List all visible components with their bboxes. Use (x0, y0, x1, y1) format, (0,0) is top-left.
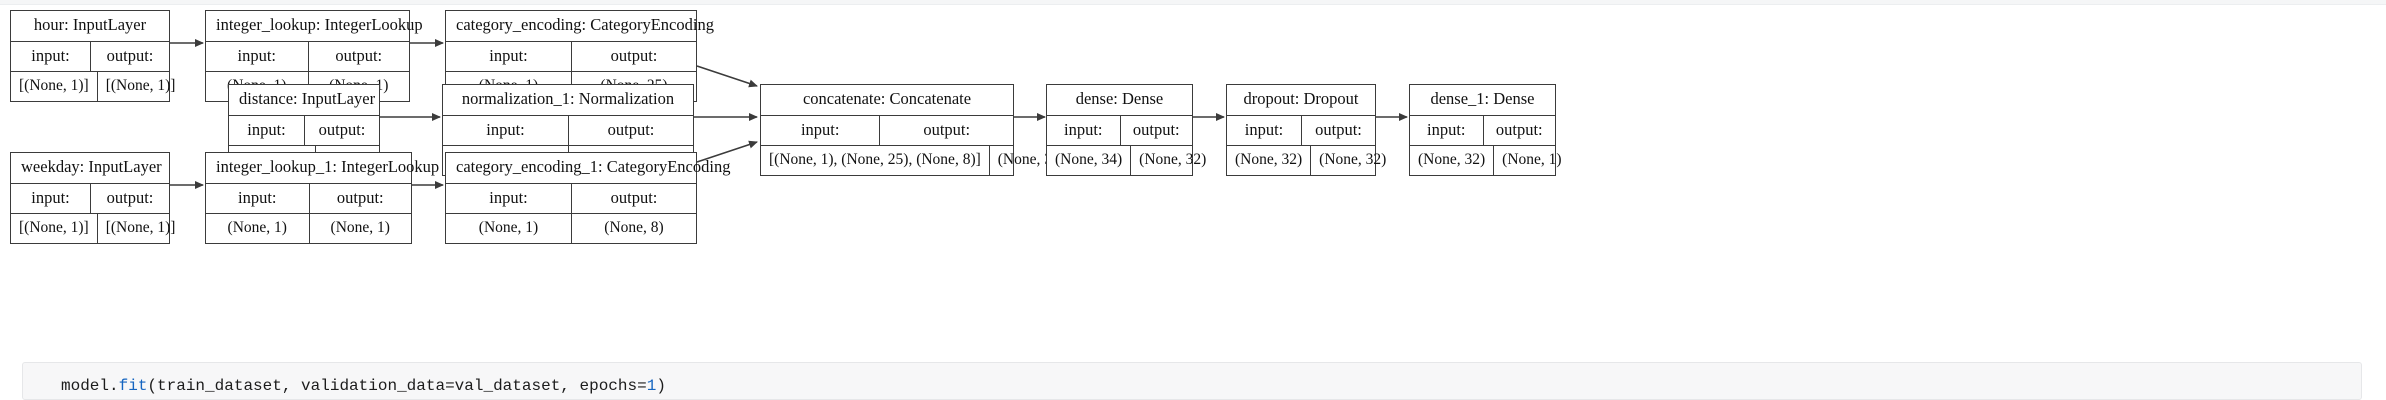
node-io-labels: input: output: (1047, 115, 1193, 146)
output-label: output: (571, 183, 696, 213)
node-dense_1[interactable]: dense_1: Dense input: output: (None, 32)… (1409, 84, 1562, 176)
input-label: input: (247, 119, 286, 139)
node-title: integer_lookup: IntegerLookup (206, 11, 423, 42)
output-label: output: (308, 183, 412, 213)
input-label: input: (1244, 119, 1284, 139)
input-shape: (None, 1) (227, 219, 287, 236)
input-label: input: (489, 187, 528, 207)
input-label: input: (489, 45, 528, 65)
node-title: category_encoding: CategoryEncoding (446, 11, 714, 42)
code-prefix: model. (61, 377, 119, 395)
output-shape: [(None, 1)] (96, 214, 184, 243)
node-hour[interactable]: hour: InputLayer input: output: [(None, … (10, 10, 175, 102)
node-integer_lookup_1[interactable]: integer_lookup_1: IntegerLookup input: o… (205, 152, 439, 244)
output-label: output: (1119, 115, 1193, 145)
output-label: output: (307, 41, 410, 71)
input-label: input: (237, 187, 277, 207)
output-label: output: (90, 183, 169, 213)
output-shape: (None, 32) (1130, 146, 1214, 175)
node-io-labels: input: output: (206, 183, 412, 214)
node-title: distance: InputLayer (229, 85, 379, 116)
code-args-a: (train_dataset, validation_data=val_data… (147, 377, 647, 395)
output-shape: (None, 1) (308, 214, 412, 243)
input-shape: [(None, 1)] (19, 219, 89, 236)
node-title: hour: InputLayer (11, 11, 169, 42)
output-label: output: (879, 115, 1013, 145)
node-title: dense_1: Dense (1410, 85, 1555, 116)
input-shape: (None, 32) (1235, 151, 1303, 168)
output-label: output: (571, 41, 696, 71)
output-shape: (None, 8) (571, 214, 696, 243)
output-shape: (None, 1) (1493, 146, 1569, 175)
node-io-shapes: [(None, 1), (None, 25), (None, 8)] (None… (761, 146, 1065, 175)
node-title: integer_lookup_1: IntegerLookup (206, 153, 439, 184)
node-io-labels: input: output: (446, 183, 696, 214)
node-io-labels: input: output: (1227, 115, 1375, 146)
node-io-shapes: (None, 1) (None, 1) (206, 214, 411, 243)
node-io-shapes: (None, 32) (None, 32) (1227, 146, 1386, 175)
code-args-b: ) (656, 377, 666, 395)
node-io-shapes: [(None, 1)] [(None, 1)] (11, 72, 175, 101)
output-label: output: (304, 115, 379, 145)
top-divider (0, 0, 2386, 5)
node-io-shapes: [(None, 1)] [(None, 1)] (11, 214, 175, 243)
input-label: input: (237, 45, 276, 65)
input-label: input: (1063, 119, 1103, 139)
node-io-shapes: (None, 1) (None, 8) (446, 214, 696, 243)
node-io-labels: input: output: (229, 115, 379, 146)
node-title: weekday: InputLayer (11, 153, 169, 184)
input-label: input: (486, 119, 525, 139)
input-shape: (None, 1) (478, 219, 539, 236)
node-title: normalization_1: Normalization (443, 85, 693, 116)
input-label: input: (800, 119, 840, 139)
node-title: dropout: Dropout (1227, 85, 1375, 116)
edge-category_encoding-to-concatenate (696, 65, 758, 88)
node-title: category_encoding_1: CategoryEncoding (446, 153, 730, 184)
output-shape: (None, 32) (1310, 146, 1394, 175)
output-label: output: (1482, 115, 1556, 145)
node-weekday[interactable]: weekday: InputLayer input: output: [(Non… (10, 152, 175, 244)
node-io-shapes: (None, 32) (None, 1) (1410, 146, 1562, 175)
output-shape: [(None, 1)] (96, 72, 184, 101)
node-io-labels: input: output: (446, 41, 696, 72)
node-io-labels: input: output: (206, 41, 410, 72)
node-io-labels: input: output: (11, 183, 169, 214)
code-line[interactable]: model.fit(train_dataset, validation_data… (61, 375, 666, 397)
node-concatenate[interactable]: concatenate: Concatenate input: output: … (760, 84, 1065, 176)
output-label: output: (1301, 115, 1375, 145)
code-cell[interactable]: model.fit(train_dataset, validation_data… (22, 362, 2362, 400)
output-label: output: (568, 115, 693, 145)
node-dropout[interactable]: dropout: Dropout input: output: (None, 3… (1226, 84, 1386, 176)
input-shape: (None, 34) (1055, 151, 1123, 168)
node-title: concatenate: Concatenate (761, 85, 1013, 116)
input-label: input: (31, 45, 70, 65)
code-function-name: fit (118, 377, 148, 395)
input-label: input: (1426, 119, 1466, 139)
code-epochs-value: 1 (646, 377, 657, 395)
input-label: input: (31, 187, 70, 207)
model-architecture-diagram: hour: InputLayer input: output: [(None, … (10, 10, 1562, 244)
output-label: output: (90, 41, 169, 71)
node-io-labels: input: output: (443, 115, 693, 146)
node-io-labels: input: output: (11, 41, 169, 72)
input-shape: (None, 32) (1418, 151, 1486, 168)
node-io-labels: input: output: (1410, 115, 1556, 146)
node-dense[interactable]: dense: Dense input: output: (None, 34) (… (1046, 84, 1206, 176)
node-io-labels: input: output: (761, 115, 1013, 146)
node-title: dense: Dense (1047, 85, 1192, 116)
input-shape: [(None, 1)] (19, 77, 89, 94)
node-io-shapes: (None, 34) (None, 32) (1047, 146, 1206, 175)
node-category_encoding_1[interactable]: category_encoding_1: CategoryEncoding in… (445, 152, 730, 244)
input-shape: [(None, 1), (None, 25), (None, 8)] (769, 151, 981, 168)
